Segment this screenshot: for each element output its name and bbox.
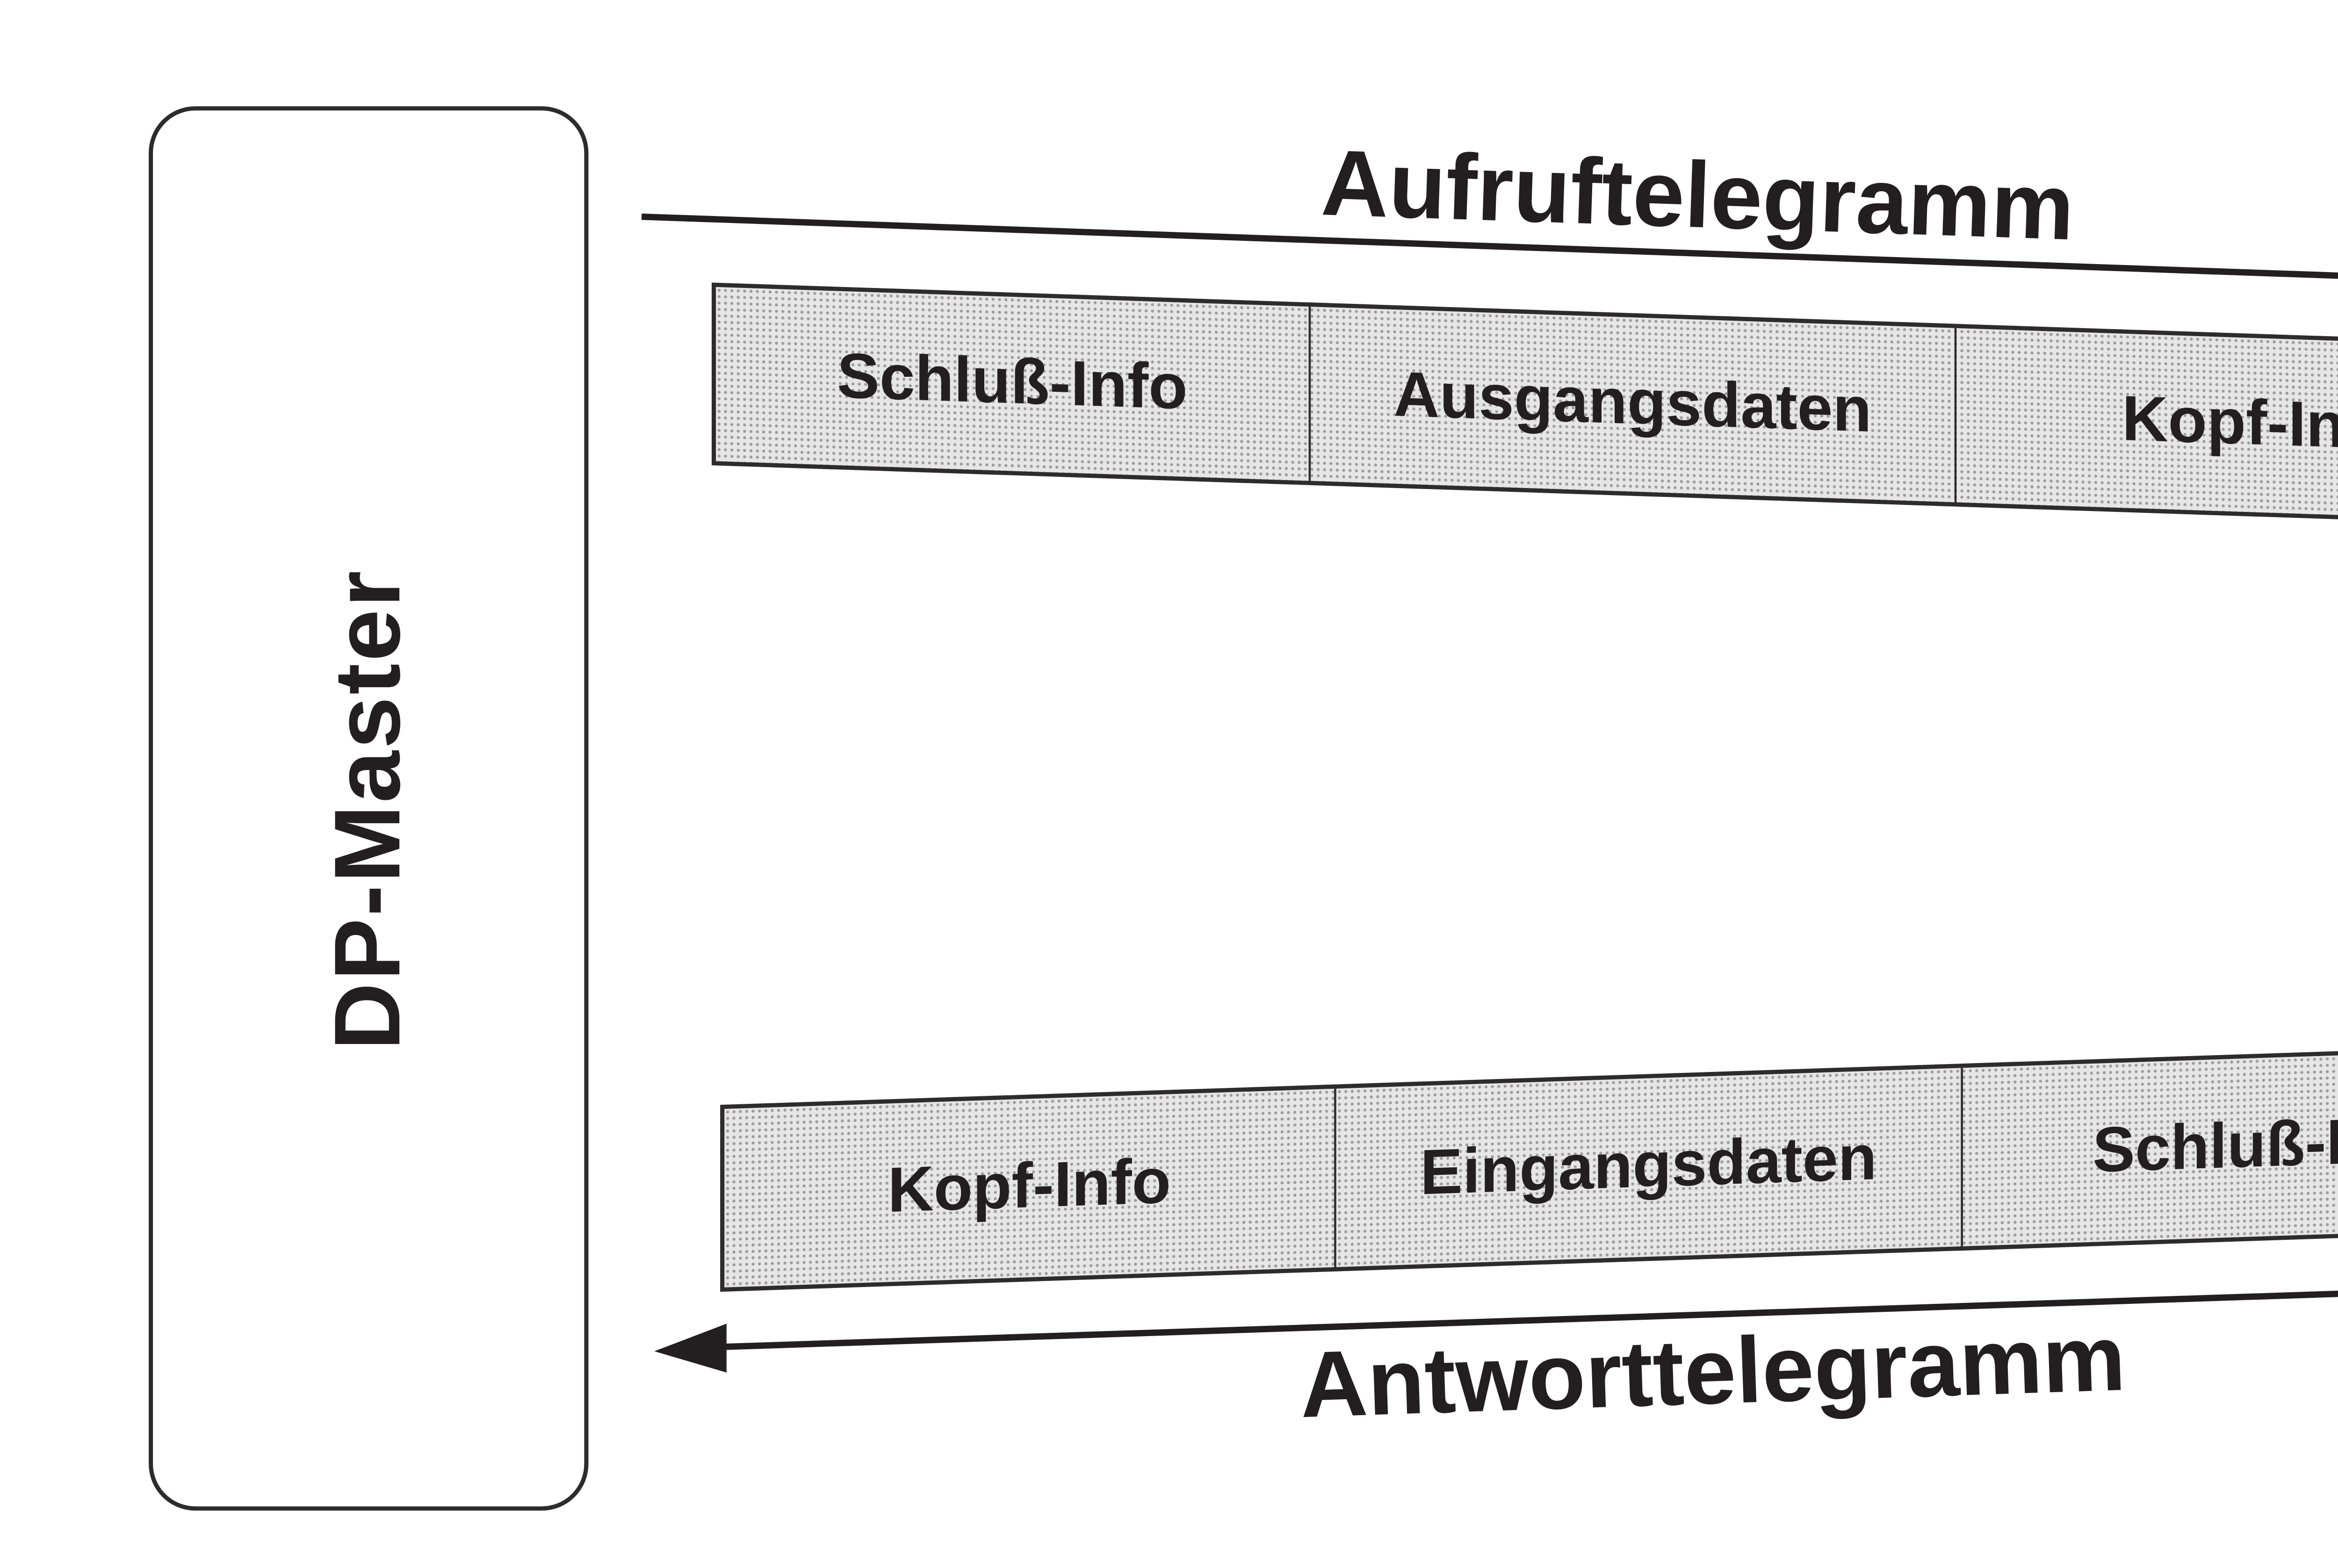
- dp-master-box: DP-Master: [149, 106, 589, 1511]
- response-field-trailer: Schluß-Info: [2093, 1105, 2338, 1187]
- response-arrow: [654, 1290, 2338, 1373]
- response-field-header: Kopf-Info: [724, 1088, 1336, 1287]
- response-field-input-data: Eingangsdaten: [1336, 1068, 1963, 1267]
- request-field-trailer: Schluß-Info: [716, 287, 1311, 481]
- request-field-output-data: Ausgangsdaten: [1311, 307, 1957, 503]
- dp-master-label: DP-Master: [315, 568, 420, 1050]
- request-field-header: Kopf-Info: [2122, 384, 2338, 464]
- request-arrow: [641, 213, 2338, 279]
